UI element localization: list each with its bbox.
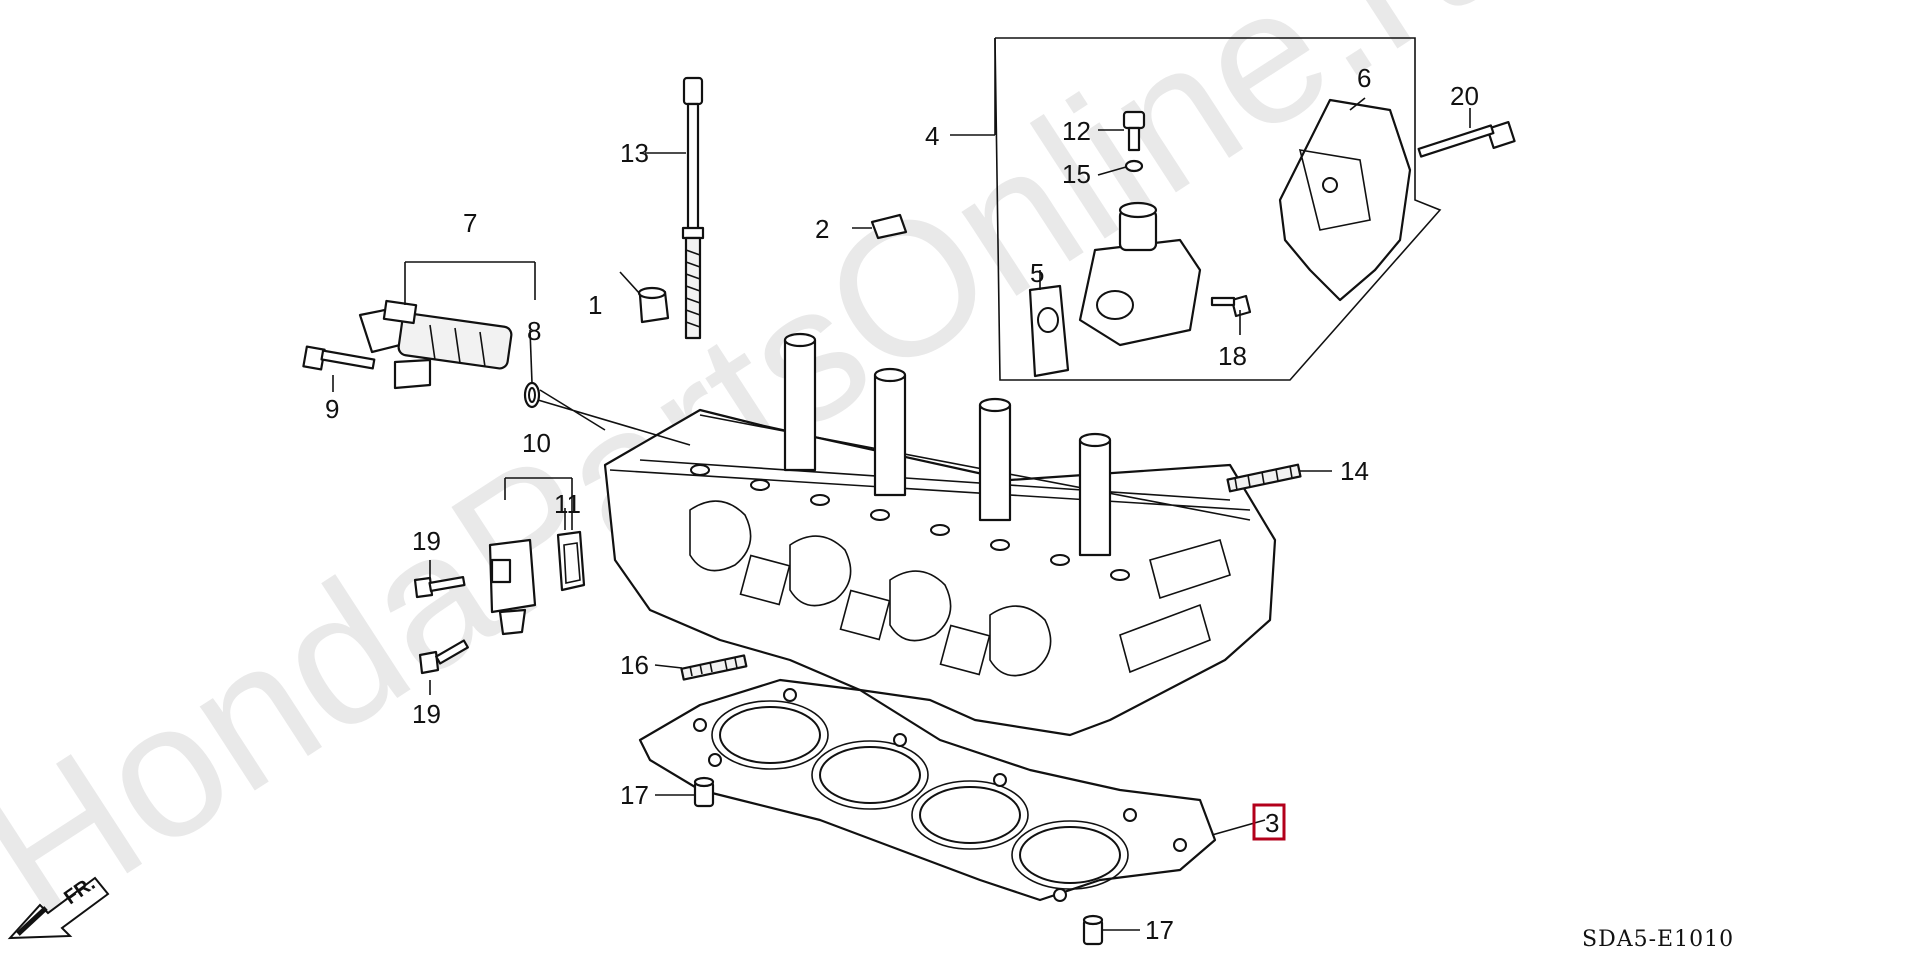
callout-18[interactable]: 18: [1218, 341, 1247, 371]
flange-bolt-9[interactable]: [302, 345, 376, 371]
sensor-assembly[interactable]: [488, 538, 537, 636]
callout-4[interactable]: 4: [925, 121, 939, 151]
leader-lines: [332, 97, 1471, 931]
callout-7[interactable]: 7: [463, 208, 477, 238]
solenoid-valve[interactable]: [1078, 201, 1202, 347]
cylinder-head[interactable]: [603, 332, 1277, 737]
callout-14[interactable]: 14: [1340, 456, 1369, 486]
callout-10[interactable]: 10: [522, 428, 551, 458]
callout-15[interactable]: 15: [1062, 159, 1091, 189]
bolt-19-upper[interactable]: [413, 576, 466, 599]
callout-12[interactable]: 12: [1062, 116, 1091, 146]
front-arrow-icon: [7, 876, 110, 940]
head-bolt[interactable]: [681, 76, 705, 340]
callout-19-upper[interactable]: 19: [412, 526, 441, 556]
callout-13[interactable]: 13: [620, 138, 649, 168]
cover-plate-6[interactable]: [1278, 98, 1412, 302]
valve-tubes: [783, 332, 1112, 557]
solenoid-group-bracket: [994, 37, 1442, 381]
dowel-pin-lower[interactable]: [1082, 914, 1104, 946]
callout-labels: 1 2 3 4 5 6 7 8 9 10 11 12 13 14 15 16 1…: [325, 63, 1479, 945]
bolt-12[interactable]: [1122, 110, 1146, 152]
callout-5[interactable]: 5: [1030, 258, 1044, 288]
clip-part[interactable]: [870, 213, 908, 240]
callout-17-upper[interactable]: 17: [620, 780, 649, 810]
dowel-pin-upper[interactable]: [693, 776, 715, 808]
diagram-code: SDA5-E1010: [1582, 927, 1734, 952]
o-ring[interactable]: [523, 381, 541, 409]
callout-3[interactable]: 3: [1265, 808, 1279, 838]
stud-bolt-16[interactable]: [680, 654, 748, 681]
bolt-20[interactable]: [1417, 120, 1516, 158]
callout-3-highlight: [1252, 803, 1286, 841]
callout-19-lower[interactable]: 19: [412, 699, 441, 729]
callout-6[interactable]: 6: [1357, 63, 1371, 93]
solenoid-gasket[interactable]: [1028, 284, 1070, 378]
spool-valve-assembly[interactable]: [358, 299, 513, 390]
callout-2[interactable]: 2: [815, 214, 829, 244]
stud-bolt-14[interactable]: [1226, 463, 1302, 493]
callout-11[interactable]: 11: [554, 489, 581, 519]
callout-20[interactable]: 20: [1450, 81, 1479, 111]
callout-16[interactable]: 16: [620, 650, 649, 680]
callout-17-lower[interactable]: 17: [1145, 915, 1174, 945]
callout-1[interactable]: 1: [588, 290, 602, 320]
sensor-gasket[interactable]: [556, 530, 586, 592]
cap-part[interactable]: [637, 286, 670, 324]
bolt-18[interactable]: [1210, 294, 1252, 318]
bolt-19-lower[interactable]: [418, 639, 469, 675]
head-gasket[interactable]: [638, 678, 1217, 902]
callout-8[interactable]: 8: [527, 316, 541, 346]
washer-15[interactable]: [1124, 159, 1144, 173]
callout-9[interactable]: 9: [325, 394, 339, 424]
